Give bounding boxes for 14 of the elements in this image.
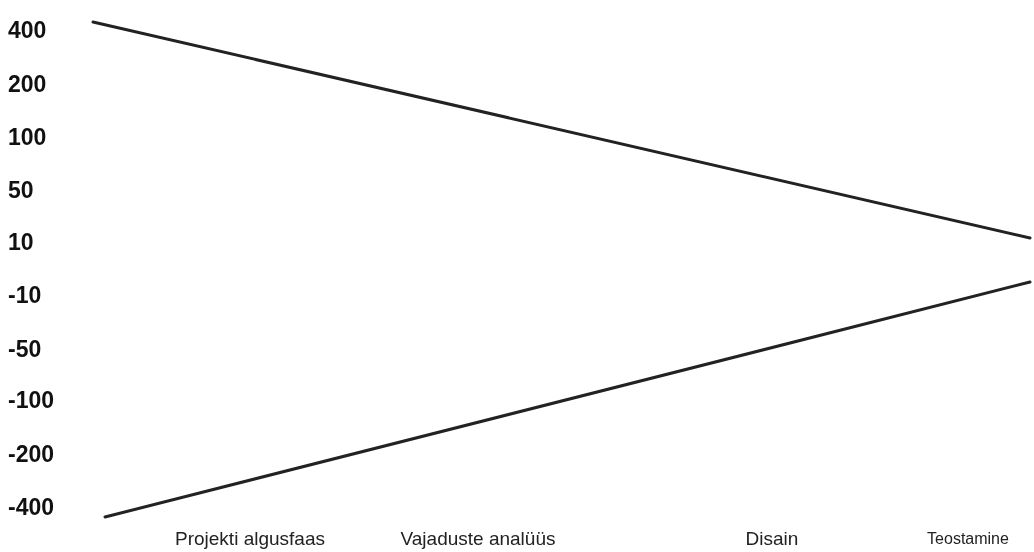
axis-tick-label: 200 bbox=[8, 71, 48, 97]
axis-tick-label: -10 bbox=[8, 282, 43, 308]
phase-label: Projekti algusfaas bbox=[175, 527, 325, 551]
phase-label: Vajaduste analüüs bbox=[400, 527, 556, 551]
axis-tick-label: -100 bbox=[8, 387, 56, 413]
phase-label: Disain bbox=[745, 527, 799, 551]
axis-tick-label: 400 bbox=[8, 17, 48, 43]
axis-tick-label: 100 bbox=[8, 124, 48, 150]
axis-tick-label: 10 bbox=[8, 229, 35, 255]
axis-tick-label: -400 bbox=[8, 494, 56, 520]
axis-tick-label: -50 bbox=[8, 336, 43, 362]
axis-tick-label: 50 bbox=[8, 177, 35, 203]
axis-tick-label: -200 bbox=[8, 441, 56, 467]
phase-label: Teostamine bbox=[927, 529, 1009, 549]
